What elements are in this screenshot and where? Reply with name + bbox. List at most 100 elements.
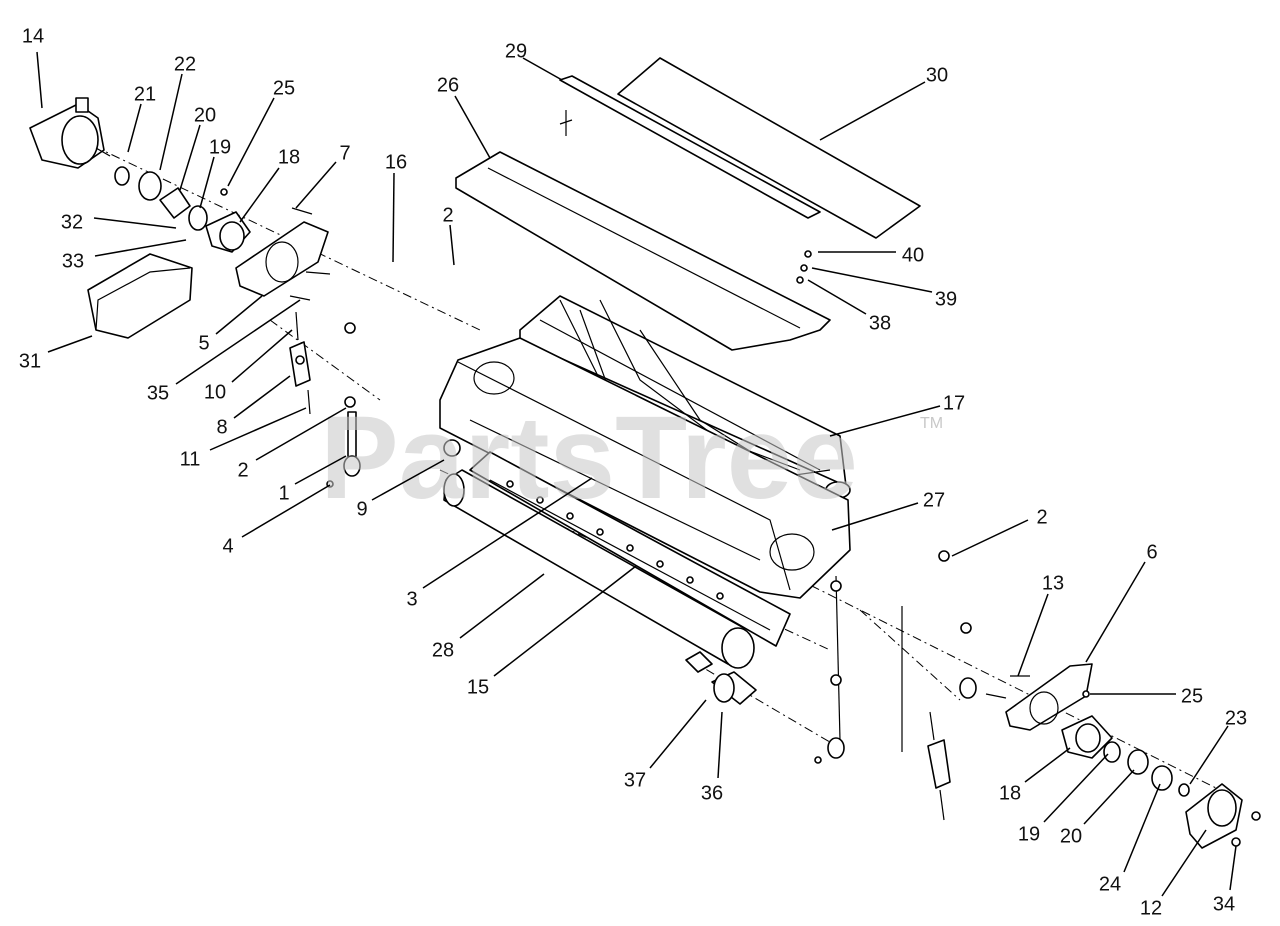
callout-leader-3	[422, 477, 593, 589]
callout-leader-19	[1043, 753, 1109, 823]
callout-label-23: 23	[1225, 707, 1247, 729]
callout-label-2: 2	[1036, 506, 1047, 528]
callout-label-10: 10	[204, 381, 226, 403]
callout-label-27: 27	[923, 489, 945, 511]
callout-label-25: 25	[1181, 685, 1203, 707]
watermark-text: PartsTree	[320, 392, 858, 524]
callout-label-8: 8	[216, 416, 227, 438]
callout-label-12: 12	[1140, 897, 1162, 919]
callout-label-20: 20	[194, 104, 216, 126]
callout-leader-12	[1161, 829, 1207, 897]
callout-label-19: 19	[1018, 823, 1040, 845]
callout-label-24: 24	[1099, 873, 1121, 895]
callout-label-22: 22	[174, 53, 196, 75]
callout-leader-25	[227, 97, 275, 187]
callout-leader-37	[649, 699, 707, 769]
callout-leader-9	[371, 459, 445, 501]
mount-bracket-left	[289, 311, 311, 415]
bearing-stack-right	[1061, 715, 1190, 797]
top-strip-and-cover	[559, 57, 921, 284]
callout-leader-18	[239, 167, 280, 223]
callout-label-5: 5	[198, 332, 209, 354]
callout-label-40: 40	[902, 244, 924, 266]
callout-leader-24	[1123, 783, 1161, 873]
callout-leader-17	[829, 405, 941, 437]
callout-label-15: 15	[467, 676, 489, 698]
callout-label-21: 21	[134, 83, 156, 105]
callout-leader-4	[241, 484, 331, 538]
callout-label-28: 28	[432, 639, 454, 661]
callout-label-1: 1	[278, 482, 289, 504]
callout-label-4: 4	[222, 535, 233, 557]
callout-label-13: 13	[1042, 572, 1064, 594]
callout-label-2: 2	[237, 459, 248, 481]
callout-leader-13	[1017, 593, 1049, 677]
callout-label-25: 25	[273, 77, 295, 99]
bearing-stack-left	[114, 166, 251, 253]
watermark-trademark: TM	[920, 415, 943, 432]
callout-leader-21	[127, 103, 142, 153]
callout-label-34: 34	[1213, 893, 1235, 915]
callout-label-7: 7	[339, 142, 350, 164]
callout-label-17: 17	[943, 392, 965, 414]
callout-leader-35	[175, 299, 301, 385]
callout-leader-23	[1189, 725, 1229, 785]
callout-label-18: 18	[278, 146, 300, 168]
callout-leader-39	[811, 267, 933, 293]
callout-label-11: 11	[180, 448, 201, 470]
callout-label-35: 35	[147, 382, 169, 404]
callout-label-2: 2	[442, 204, 453, 226]
top-shield	[455, 151, 831, 351]
callout-leader-15	[493, 565, 637, 677]
callout-label-18: 18	[999, 782, 1021, 804]
callout-leader-36	[717, 711, 723, 779]
callout-leader-19	[199, 156, 215, 209]
adjusters-right	[830, 550, 977, 821]
callout-label-16: 16	[385, 151, 407, 173]
callout-leader-10	[231, 329, 293, 383]
callout-label-37: 37	[624, 769, 646, 791]
callout-leader-22	[159, 73, 183, 171]
callout-label-38: 38	[869, 312, 891, 334]
callout-leader-20	[1083, 769, 1135, 825]
callout-leader-38	[807, 279, 867, 315]
watermark: PartsTree TM	[320, 392, 943, 524]
motor-right	[1185, 783, 1261, 849]
callout-leader-2	[255, 407, 347, 461]
callout-leader-26	[454, 95, 491, 159]
callout-leader-18	[1024, 747, 1071, 783]
callout-label-3: 3	[406, 588, 417, 610]
callout-leader-20	[179, 124, 201, 191]
callout-label-26: 26	[437, 74, 459, 96]
callout-leader-1	[294, 455, 347, 485]
callout-leader-2	[449, 224, 455, 266]
callout-label-31: 31	[19, 350, 41, 372]
roller	[443, 469, 755, 669]
callout-label-33: 33	[62, 250, 84, 272]
callout-label-20: 20	[1060, 825, 1082, 847]
callout-leader-8	[233, 375, 291, 419]
pivot-pin	[326, 322, 361, 488]
callout-label-30: 30	[926, 64, 948, 86]
callout-leader-16	[392, 172, 395, 263]
callout-leader-34	[1229, 845, 1237, 891]
callout-label-14: 14	[22, 25, 44, 47]
callout-leader-29	[522, 57, 563, 81]
callout-label-6: 6	[1146, 541, 1157, 563]
callout-label-36: 36	[701, 782, 723, 804]
motor-left	[29, 97, 111, 169]
callout-label-19: 19	[209, 136, 231, 158]
callout-leader-27	[831, 502, 919, 531]
side-plate-left	[235, 207, 331, 301]
roller-shaft	[685, 651, 845, 764]
callout-leader-11	[209, 407, 307, 451]
callout-leader-33	[94, 239, 187, 257]
callout-leader-6	[1085, 561, 1146, 663]
side-plate-right	[985, 663, 1093, 731]
callout-leader-14	[36, 51, 43, 109]
callout-leader-2	[951, 519, 1029, 557]
motor-shield	[87, 253, 193, 339]
